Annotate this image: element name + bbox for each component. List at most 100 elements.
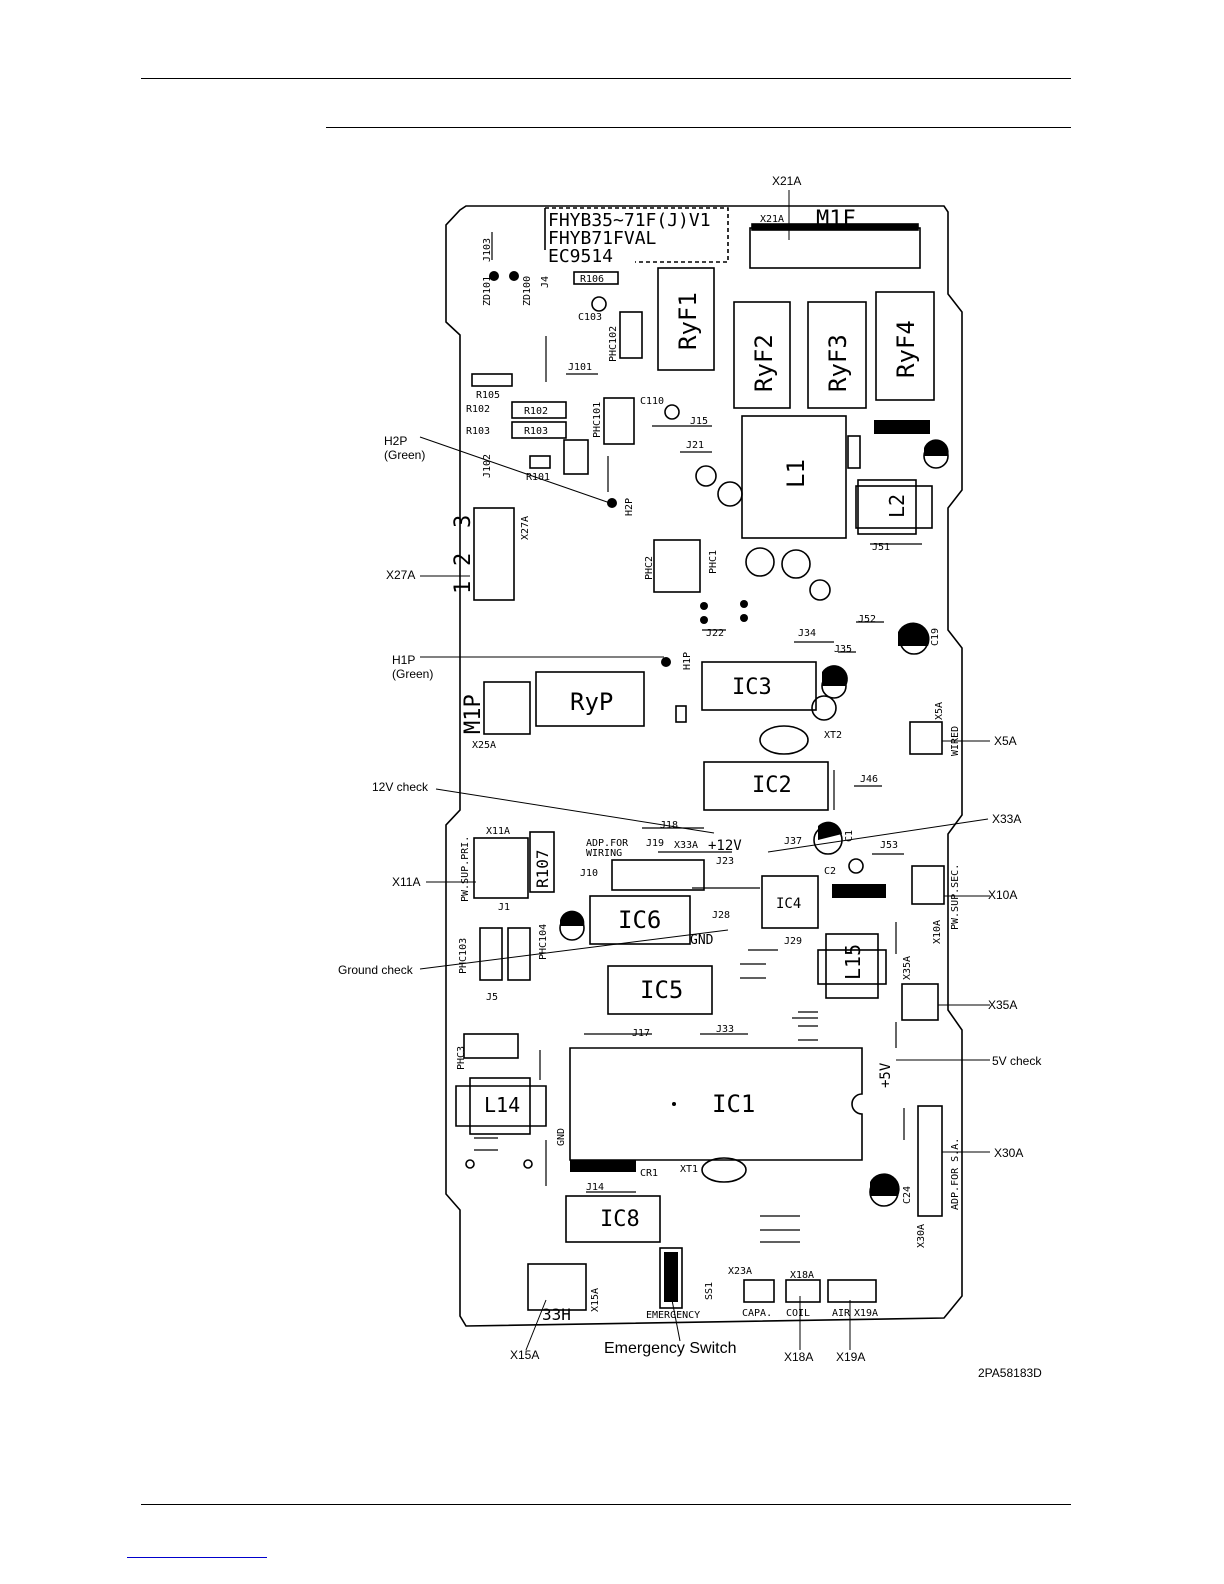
board-label-x5a-board: X5A [934,702,945,720]
board-label-j5: J5 [486,992,498,1003]
x35a-connector [901,983,939,1021]
m1f-connector [749,227,921,269]
inductor-l1 [741,415,847,539]
board-pin-number: 3 [451,515,476,528]
x15a-connector [527,1263,587,1311]
board-label-phc104: PHC104 [538,924,549,960]
board-label-x10a-board: X10A [932,920,943,944]
board-label-ryf1: RyF1 [674,292,702,350]
board-label-coil: COIL [786,1308,810,1319]
inductor-l15 [825,933,879,999]
board-label-r102: R102 [524,406,548,417]
board-label-r103: R103 [524,426,548,437]
board-label-phc101: PHC101 [592,402,603,438]
board-label-zd101: ZD101 [482,276,493,306]
board-label-ic6: IC6 [618,906,661,934]
header-rule-second [326,127,1071,128]
ic8-package [565,1195,661,1243]
board-label-j17: J17 [632,1028,650,1039]
callout-x18a: X18A [784,1350,814,1364]
board-label-x11a-board: X11A [486,826,510,837]
board-label-x23a-board: X23A [728,1266,752,1277]
board-pin-number: 1 [451,581,476,594]
x18a-connector [785,1279,821,1303]
callout-ground-check: Ground check [338,963,413,977]
board-label-ic3: IC3 [732,675,772,700]
board-label-j101: J101 [568,362,592,373]
x10a-connector [911,865,945,905]
board-label-cr1: CR1 [640,1168,658,1179]
board-label-j37: J37 [784,836,802,847]
header-rule-top [141,78,1071,79]
footer-link-underline[interactable] [127,1557,267,1558]
x33a-connector [611,859,705,891]
x5a-connector [909,721,943,755]
board-label-x35a-board: X35A [902,956,913,980]
board-label-x33a-board: X33A [674,840,698,851]
board-label-j52: J52 [858,614,876,625]
board-label-h1p: H1P [682,652,693,670]
x19a-connector [827,1279,877,1303]
callout-h2p: H2P (Green) [384,434,426,462]
callout-x30a: X30A [994,1146,1024,1160]
callout-x21a: X21A [772,174,802,188]
board-label-j10: J10 [580,868,598,879]
board-label-j51: J51 [872,542,890,553]
board-label-adp-for-wiring-1: ADP.FOR [586,838,629,849]
board-label-h2p: H2P [624,498,635,516]
board-label-c103: C103 [578,312,602,323]
callout-emergency-switch: Emergency Switch [604,1340,737,1357]
board-label-j103: J103 [482,238,493,262]
board-label-ic5: IC5 [640,976,683,1004]
board-label-ryf2: RyF2 [750,334,778,392]
ss1-switch [659,1247,683,1309]
board-label-c24: C24 [902,1186,913,1204]
board-label-j18: J18 [660,820,678,831]
board-label-pw-sup-pri: PW.SUP.PRI. [460,836,471,902]
board-label-j46: J46 [860,774,878,785]
board-label-j102: J102 [482,454,493,478]
board-label-j15: J15 [690,416,708,427]
board-label-x27a-board: X27A [520,516,531,540]
board-label-l1: L1 [782,459,810,488]
board-label-j23: J23 [716,856,734,867]
board-label-r102: R102 [466,404,490,415]
board-label-phc103: PHC103 [458,938,469,974]
callout-x11a: X11A [392,875,421,889]
board-outline [445,205,963,1327]
callout-5v-check: 5V check [992,1054,1042,1068]
callout-x15a: X15A [510,1348,540,1362]
board-label-c2: C2 [824,866,836,877]
ic5-package [607,965,713,1015]
board-label-ryf4: RyF4 [892,320,920,378]
board-label-gnd2: GND [556,1128,567,1146]
board-label-adp-for-wiring-2: WIRING [586,848,622,859]
board-label-ryf3: RyF3 [824,334,852,392]
board-label-l2: L2 [885,494,909,518]
board-label-m1f: M1F [816,207,856,232]
board-label-x15a-board: X15A [590,1288,601,1312]
x27a-connector [473,507,515,601]
ic3-package [701,661,817,711]
ic1-package [569,1047,863,1161]
relay-ryp [535,671,645,727]
board-label-ic1: IC1 [712,1090,755,1118]
board-label-ss1: SS1 [704,1282,715,1300]
callout-x35a: X35A [988,998,1018,1012]
relay-ryf2 [733,301,791,409]
board-label-r105: R105 [476,390,500,401]
board-label-j34: J34 [798,628,816,639]
board-label-x21a-board: X21A [760,214,784,225]
relay-ryf3 [807,301,867,409]
board-label-j33: J33 [716,1024,734,1035]
board-label-x19a-board: X19A [854,1308,878,1319]
relay-ryf4 [875,291,935,401]
board-label-c110: C110 [640,396,664,407]
model-line-1: FHYB35~71F(J)V1 [548,210,711,231]
x25a-connector [483,681,531,735]
board-label-x30a-board: X30A [916,1224,927,1248]
board-label-l14: L14 [484,1093,520,1117]
board-label-n33h: 33H [542,1305,571,1324]
board-label-m1p: M1P [461,694,486,734]
board-label-phc102: PHC102 [608,326,619,362]
